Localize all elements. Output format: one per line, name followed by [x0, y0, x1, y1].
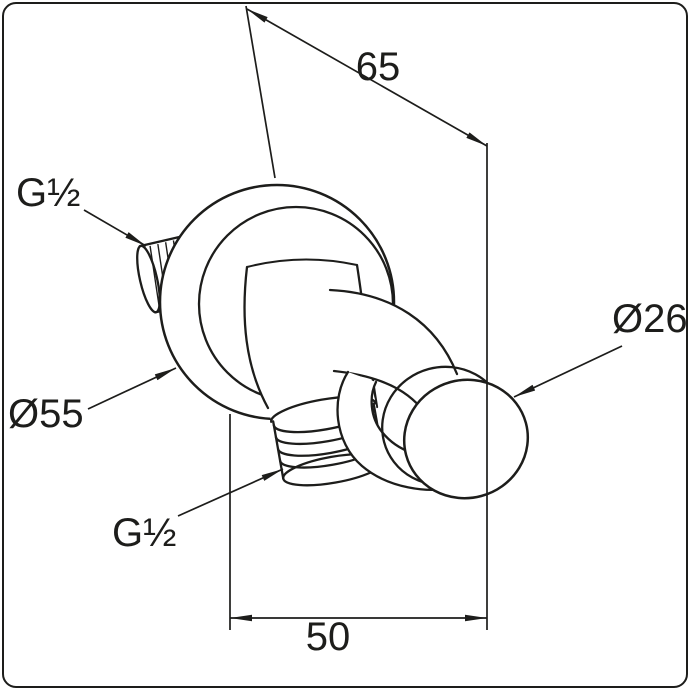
leader-line-escutcheon-diameter — [87, 367, 177, 410]
holder-diameter-label: Ø26 — [612, 297, 688, 341]
leader-line-outlet-thread — [177, 468, 284, 517]
leader-line-inlet-thread — [83, 209, 147, 247]
dimension-line-65 — [246, 8, 488, 147]
dimension-50-label: 50 — [306, 615, 351, 659]
leader-line-holder-diameter — [513, 345, 623, 398]
dimension-65-label: 65 — [356, 45, 401, 89]
holder-knob-front — [402, 378, 530, 500]
escutcheon-diameter-label: Ø55 — [8, 392, 84, 436]
outlet-thread-label: G½ — [112, 511, 176, 555]
inlet-thread-label: G½ — [16, 171, 80, 215]
